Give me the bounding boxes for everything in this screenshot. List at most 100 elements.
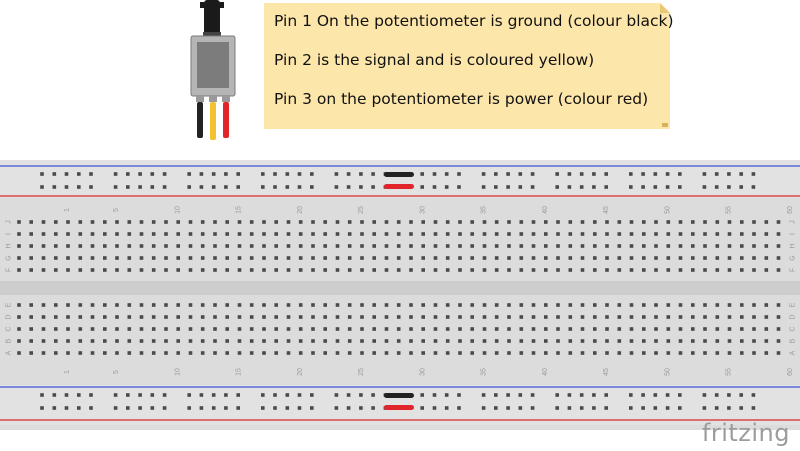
terminal-hole <box>360 303 364 307</box>
terminal-hole <box>409 351 413 355</box>
terminal-hole <box>311 351 315 355</box>
rail-hole <box>285 185 290 189</box>
rail-hole <box>138 393 142 397</box>
terminal-hole <box>41 303 46 307</box>
terminal-hole <box>115 268 119 272</box>
terminal-hole <box>556 220 560 224</box>
terminal-hole <box>629 268 634 272</box>
terminal-hole <box>151 268 156 272</box>
terminal-hole <box>213 220 217 224</box>
terminal-hole <box>727 256 732 260</box>
rail-hole <box>211 185 216 189</box>
rail-hole <box>518 393 523 397</box>
rail-hole <box>702 185 707 189</box>
terminal-hole <box>262 256 266 260</box>
terminal-hole <box>335 268 340 272</box>
rail-hole <box>52 393 57 397</box>
rail-hole <box>420 406 424 410</box>
terminal-hole <box>776 327 781 331</box>
terminal-hole <box>347 256 352 260</box>
terminal-hole <box>727 268 732 272</box>
rail-hole <box>641 406 645 410</box>
terminal-hole <box>593 327 597 331</box>
terminal-hole <box>568 303 573 307</box>
rail-hole <box>727 172 731 176</box>
terminal-hole <box>752 303 756 307</box>
terminal-hole <box>470 220 474 224</box>
terminal-hole <box>678 232 683 236</box>
terminal-hole <box>519 327 524 331</box>
terminal-hole <box>544 268 548 272</box>
terminal-hole <box>311 339 315 343</box>
rail-hole <box>224 172 228 176</box>
terminal-hole <box>176 339 180 343</box>
terminal-hole <box>678 327 683 331</box>
terminal-hole <box>494 351 499 355</box>
terminal-hole <box>213 315 217 319</box>
terminal-hole <box>249 268 254 272</box>
rail-hole <box>52 406 57 410</box>
terminal-hole <box>347 268 352 272</box>
terminal-hole <box>78 220 83 224</box>
jumper-bottom-black <box>384 393 414 398</box>
terminal-hole <box>617 232 622 236</box>
terminal-hole <box>519 256 524 260</box>
rail-hole <box>592 172 596 176</box>
rail-hole <box>64 393 69 397</box>
rail-hole <box>567 406 572 410</box>
terminal-hole <box>727 327 732 331</box>
terminal-hole <box>421 351 425 355</box>
terminal-hole <box>433 303 438 307</box>
terminal-hole <box>347 339 352 343</box>
rail-hole <box>224 406 228 410</box>
terminal-hole <box>482 220 487 224</box>
terminal-hole <box>568 256 573 260</box>
rail-hole <box>665 393 670 397</box>
rail-hole <box>273 393 277 397</box>
terminal-hole <box>703 268 707 272</box>
terminal-hole <box>544 244 548 248</box>
terminal-hole <box>237 339 242 343</box>
terminal-hole <box>17 244 21 248</box>
terminal-hole <box>164 220 168 224</box>
column-label-top: 40 <box>542 206 549 214</box>
rail-hole <box>297 393 302 397</box>
terminal-hole <box>17 220 21 224</box>
terminal-hole <box>188 351 193 355</box>
terminal-hole <box>90 351 95 355</box>
terminal-hole <box>54 303 58 307</box>
terminal-hole <box>41 327 46 331</box>
terminal-hole <box>274 232 278 236</box>
terminal-hole <box>740 351 744 355</box>
terminal-hole <box>384 220 389 224</box>
terminal-hole <box>482 315 487 319</box>
terminal-hole <box>740 244 744 248</box>
terminal-hole <box>29 351 33 355</box>
row-label-left: I <box>6 233 13 235</box>
terminal-hole <box>66 220 70 224</box>
terminal-hole <box>54 327 58 331</box>
row-label-left: J <box>6 220 13 224</box>
terminal-hole <box>78 244 83 248</box>
terminal-hole <box>90 339 95 343</box>
terminal-hole <box>580 256 585 260</box>
terminal-hole <box>262 220 266 224</box>
terminal-hole <box>151 315 156 319</box>
rail-hole <box>444 406 449 410</box>
terminal-hole <box>286 327 291 331</box>
terminal-hole <box>335 220 340 224</box>
terminal-hole <box>494 339 499 343</box>
terminal-hole <box>617 256 622 260</box>
rail-hole <box>371 406 375 410</box>
column-label-bottom: 5 <box>113 370 120 374</box>
terminal-hole <box>237 268 242 272</box>
rail-hole <box>432 406 437 410</box>
terminal-hole <box>727 232 732 236</box>
rail-hole <box>567 172 572 176</box>
row-label-left: D <box>6 314 13 319</box>
terminal-hole <box>556 327 560 331</box>
terminal-hole <box>384 351 389 355</box>
rail-hole <box>138 406 142 410</box>
terminal-hole <box>188 339 193 343</box>
terminal-hole <box>286 256 291 260</box>
